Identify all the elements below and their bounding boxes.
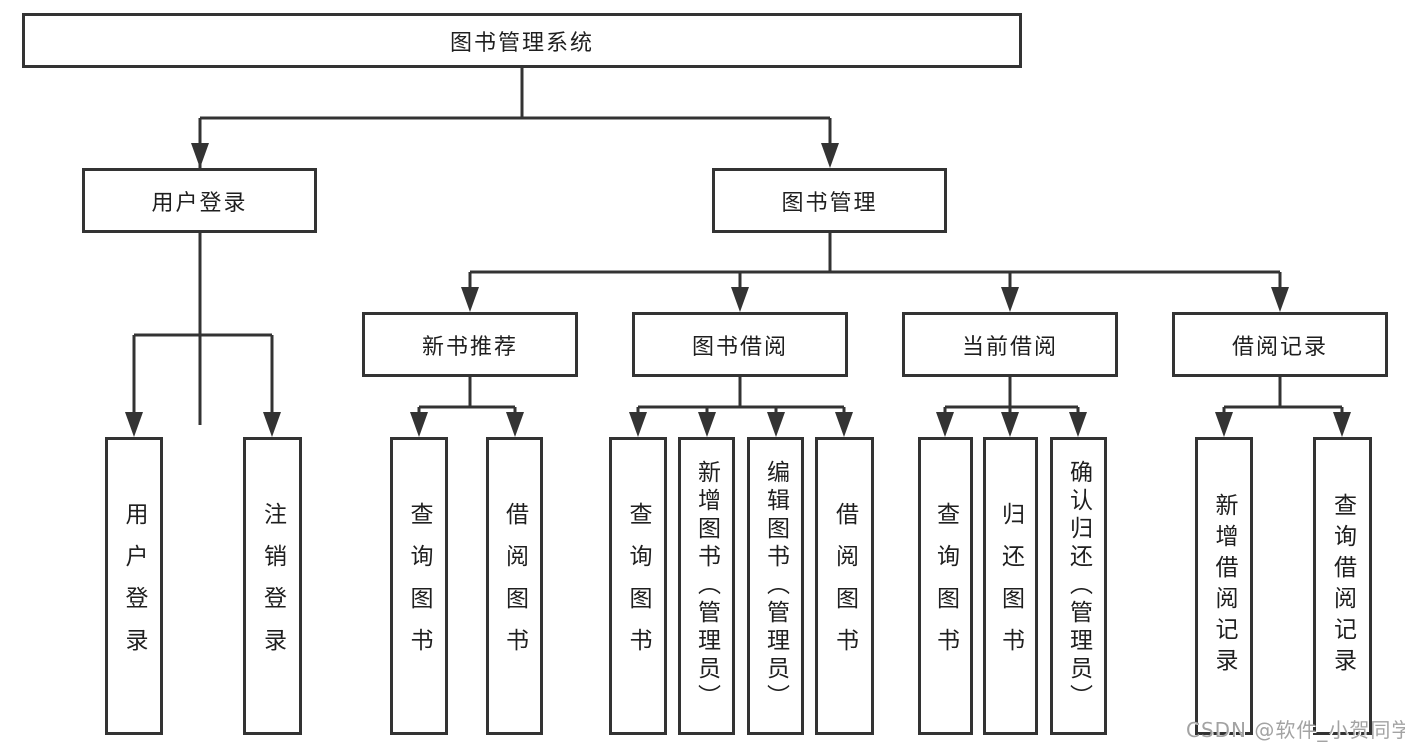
node-library-system: 图书管理系统 — [22, 13, 1022, 68]
node-bb-borrow-books: 借阅图书 — [815, 437, 874, 735]
csdn-watermark: CSDN @软件_小贺同学 — [1186, 718, 1405, 742]
node-bb-edit-books-admin: 编辑图书（管理员） — [747, 437, 804, 735]
node-user-login: 用户登录 — [82, 168, 317, 233]
node-logout-label: 注销登录 — [259, 502, 286, 670]
node-book-management: 图书管理 — [712, 168, 947, 233]
connector-userlogin-to-leaves — [125, 233, 281, 437]
connector-bookborrow-to-leaves — [629, 377, 853, 437]
node-cb-confirm-return-admin: 确认归还（管理员） — [1050, 437, 1107, 735]
node-book-borrowing: 图书借阅 — [632, 312, 848, 377]
node-user-login-leaf-label: 用户登录 — [121, 502, 147, 670]
node-new-book-recommend-label: 新书推荐 — [421, 334, 518, 360]
node-bb-add-books-admin: 新增图书（管理员） — [678, 437, 735, 735]
node-cb-query-books: 查询图书 — [918, 437, 973, 735]
connector-newbookrec-to-leaves — [410, 377, 524, 437]
node-bb-query-books-label: 查询图书 — [625, 502, 651, 670]
node-user-login-leaf: 用户登录 — [105, 437, 163, 735]
node-logout: 注销登录 — [243, 437, 302, 735]
node-cb-confirm-return-admin-label: 确认归还（管理员） — [1065, 460, 1092, 712]
connector-currentborrow-to-leaves — [936, 377, 1087, 437]
node-library-system-label: 图书管理系统 — [449, 30, 594, 56]
node-rec-query-books: 查询图书 — [390, 437, 448, 735]
node-br-add-record: 新增借阅记录 — [1195, 437, 1253, 735]
connector-borrowrecords-to-leaves — [1215, 377, 1351, 437]
node-book-borrowing-label: 图书借阅 — [691, 334, 788, 360]
node-borrowing-records-label: 借阅记录 — [1231, 334, 1328, 360]
node-borrowing-records: 借阅记录 — [1172, 312, 1388, 377]
node-book-management-label: 图书管理 — [781, 190, 878, 216]
node-new-book-recommend: 新书推荐 — [362, 312, 578, 377]
node-cb-return-books: 归还图书 — [983, 437, 1038, 735]
node-br-add-record-label: 新增借阅记录 — [1211, 493, 1237, 679]
node-cb-return-books-label: 归还图书 — [997, 502, 1024, 670]
node-rec-borrow-books: 借阅图书 — [486, 437, 543, 735]
node-br-query-record: 查询借阅记录 — [1313, 437, 1372, 735]
node-br-query-record-label: 查询借阅记录 — [1329, 493, 1356, 679]
node-rec-query-books-label: 查询图书 — [406, 502, 432, 670]
node-bb-add-books-admin-label: 新增图书（管理员） — [693, 460, 720, 712]
node-user-login-label: 用户登录 — [151, 190, 248, 216]
node-cb-query-books-label: 查询图书 — [932, 502, 959, 670]
node-current-borrowing-label: 当前借阅 — [961, 334, 1058, 360]
node-bb-query-books: 查询图书 — [609, 437, 667, 735]
connector-bookmgmt-to-level3 — [461, 232, 1289, 312]
node-current-borrowing: 当前借阅 — [902, 312, 1118, 377]
node-bb-edit-books-admin-label: 编辑图书（管理员） — [762, 460, 789, 712]
node-rec-borrow-books-label: 借阅图书 — [501, 502, 528, 670]
connector-root-to-level2 — [191, 68, 839, 425]
node-bb-borrow-books-label: 借阅图书 — [831, 502, 858, 670]
